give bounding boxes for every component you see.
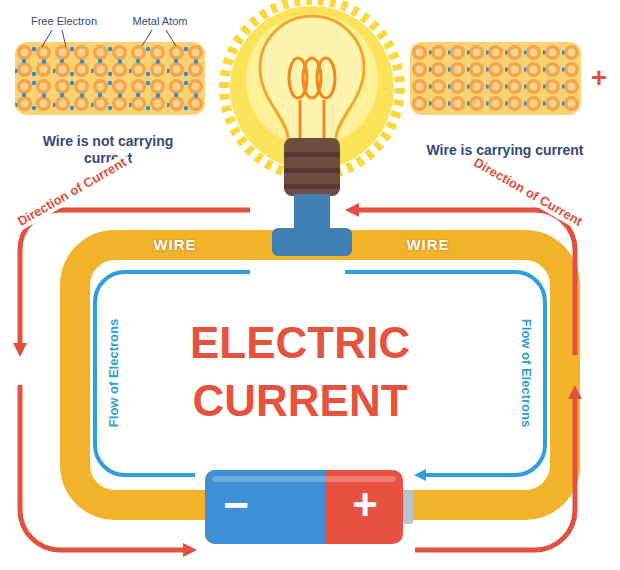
part-label-holder: Free Electron <box>31 15 97 28</box>
electron-flow-label: Flow of Electrons <box>106 319 122 427</box>
battery-sign: − <box>223 479 249 532</box>
state-caption: Wire is carrying current <box>425 142 585 159</box>
battery-sign: + <box>352 479 378 532</box>
current-direction-label: Direction of Current <box>468 153 587 231</box>
electron-flow-label-holder: Flow of Electrons <box>106 319 122 427</box>
current-direction-label-holder: Direction of Current <box>12 153 131 231</box>
wire-label-holder: WIRE <box>153 236 196 254</box>
wire-label: WIRE <box>406 236 449 254</box>
electron-flow-label: Flow of Electrons <box>518 319 534 427</box>
polarity-sign: + <box>591 61 607 95</box>
diagram-title-holder: ELECTRIC CURRENT <box>165 314 435 430</box>
diagram-title: ELECTRIC CURRENT <box>165 314 435 430</box>
current-direction-label-holder: Direction of Current <box>468 153 587 231</box>
state-caption-holder: Wire is carrying current <box>425 142 585 159</box>
current-direction-label: Direction of Current <box>12 153 131 231</box>
wire-label: WIRE <box>153 236 196 254</box>
part-label-holder: Metal Atom <box>132 15 187 28</box>
part-label: Free Electron <box>31 15 97 28</box>
wire-label-holder: WIRE <box>406 236 449 254</box>
battery-sign-holder: + <box>352 479 378 532</box>
polarity-sign-holder: + <box>591 61 607 95</box>
battery-sign-holder: − <box>223 479 249 532</box>
part-label: Metal Atom <box>132 15 187 28</box>
electron-flow-label-holder: Flow of Electrons <box>518 319 534 427</box>
